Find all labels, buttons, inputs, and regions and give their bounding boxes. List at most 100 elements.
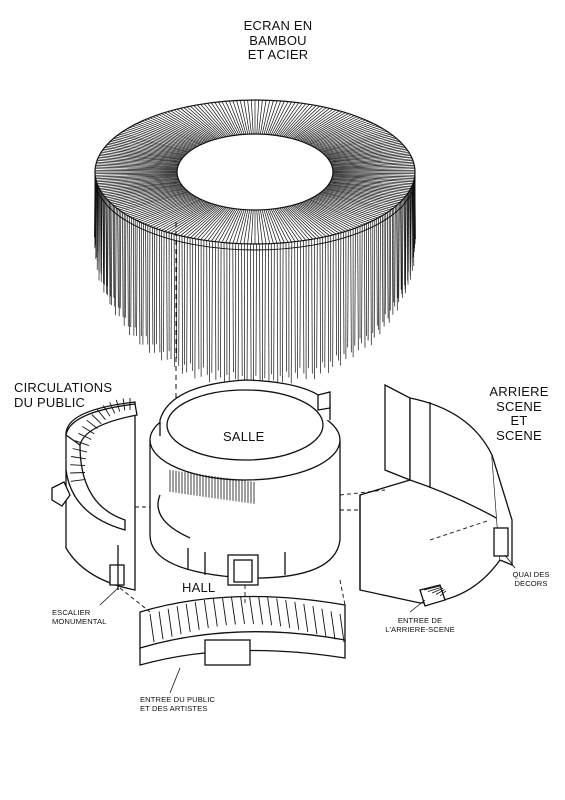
bamboo-slat [214,102,236,136]
bamboo-rod [384,213,387,315]
bamboo-slat [300,202,349,231]
bamboo-slat [97,177,179,184]
bamboo-rod [223,242,225,385]
bamboo-slat [332,168,415,171]
bamboo-rod [163,231,165,352]
bamboo-slat [113,138,187,155]
bamboo-slat [105,185,183,199]
bamboo-slat [281,207,310,240]
bamboo-slat [129,195,195,218]
bamboo-slat [103,183,182,196]
bamboo-slat [297,111,343,141]
bamboo-slat [144,199,202,225]
label-ecran-bambou-acier: ECRAN EN BAMBOU ET ACIER [218,18,338,63]
bamboo-slat [279,207,307,241]
assembly-dashed-lines [119,489,491,613]
bamboo-slat [286,206,320,239]
bamboo-slat [111,139,186,156]
bamboo-rod [115,207,117,316]
bamboo-slat [272,208,292,243]
bamboo-slat [176,108,218,140]
bamboo-slat [319,193,388,214]
bamboo-slat [325,141,400,157]
bamboo-slat [136,197,198,221]
bamboo-slat [149,117,204,144]
bamboo-slat [281,104,310,137]
bamboo-slat [97,160,179,167]
bamboo-slat [301,114,352,143]
bamboo-slat [95,174,178,178]
label-line: ECRAN EN [243,18,313,33]
bamboo-rod [398,203,400,303]
bamboo-rod [112,205,115,298]
bamboo-slat [315,195,381,218]
stair-tread [102,405,111,417]
bamboo-slat [100,181,180,191]
bamboo-slat [268,209,285,243]
bamboo-slat [218,101,238,136]
label-hall: HALL [182,580,216,595]
bamboo-slat [96,176,178,183]
bamboo-slat [324,139,399,156]
stair-tread [122,398,126,411]
bamboo-rod [250,243,252,380]
bamboo-slat [117,190,188,209]
bamboo-rod [307,239,310,369]
bamboo-slat [308,119,366,145]
label-line: MONUMENTAL [52,617,107,627]
bamboo-slat [96,176,178,181]
label-salle: SALLE [223,429,265,444]
label-quai-des-decors: QUAI DES DECORS [505,570,557,588]
stair-tread [167,608,173,637]
bamboo-slat [332,175,415,179]
bamboo-slat [322,135,393,154]
bamboo-slat [173,109,216,140]
stair-tread [439,590,447,597]
stair-tread [212,598,218,627]
bamboo-rod [285,242,287,372]
bamboo-rod [391,208,394,315]
bamboo-rod [100,190,102,273]
label-line: BAMBOU [249,32,307,48]
bamboo-rod [111,204,113,306]
bamboo-slat [155,115,207,143]
bamboo-rod [214,241,217,380]
bamboo-rod [273,243,275,381]
bamboo-slat [306,117,361,144]
bamboo-rod [409,190,411,276]
stair-tread [203,599,209,628]
label-line: SCENE [496,427,542,443]
bamboo-slat [268,101,285,135]
bamboo-slat [147,118,203,145]
bamboo-rod [237,243,240,386]
bamboo-slat [183,205,221,237]
bamboo-slat [307,118,363,145]
bamboo-rod [379,216,381,335]
bamboo-slat [122,130,191,151]
bamboo-rod [396,205,398,311]
bamboo-slat [190,105,224,138]
bamboo-slat [292,204,334,236]
bamboo-rod [413,178,416,245]
bamboo-slat [321,133,392,153]
bamboo-slat [232,209,245,244]
bamboo-slat [317,128,383,150]
bamboo-slat [318,193,386,215]
bamboo-slat [247,209,252,244]
stair-tread [96,409,106,420]
bamboo-slat [328,148,407,161]
bamboo-slat [98,179,179,188]
stair-tread [312,606,318,635]
bamboo-slat [314,125,379,149]
bamboo-slat [261,100,271,135]
label-line: ET ACIER [247,47,309,63]
bamboo-slat [247,100,252,135]
screen-inner-opening [176,133,334,211]
bamboo-rod [132,218,135,336]
label-line: ET DES ARTISTES [140,704,208,714]
bamboo-slat [297,203,343,233]
bamboo-rod [316,238,318,369]
bamboo-slat [96,161,178,168]
bamboo-slat [330,181,410,191]
